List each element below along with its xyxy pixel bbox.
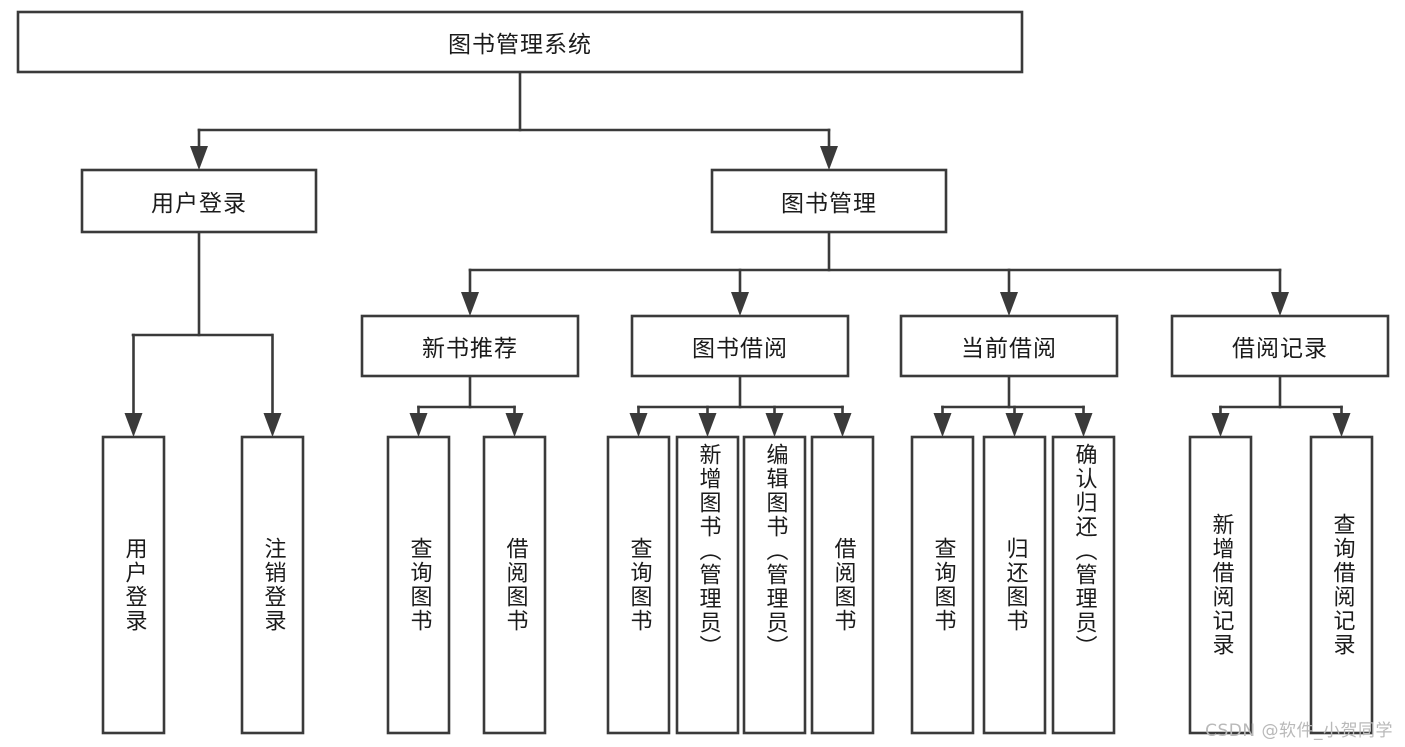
当前借阅-to-归还图书-arrowhead bbox=[1005, 413, 1024, 437]
root-to-用户登录-arrowhead bbox=[190, 146, 208, 170]
node-box-leaf-0[interactable] bbox=[101, 435, 166, 735]
node-box-leaf-1[interactable] bbox=[240, 435, 305, 735]
node-box-leaf-12[interactable] bbox=[1309, 435, 1374, 735]
connector-lines bbox=[124, 70, 1351, 437]
login-to-用户登录-arrowhead bbox=[124, 413, 143, 437]
node-box-leaf-7[interactable] bbox=[810, 435, 875, 735]
当前借阅-to-确认归还管理员-arrowhead bbox=[1074, 413, 1093, 437]
图书借阅-to-查询图书-arrowhead bbox=[629, 413, 648, 437]
node-box-leaf-3[interactable] bbox=[482, 435, 547, 735]
mgmt-to-图书借阅-arrowhead bbox=[731, 292, 749, 316]
mgmt-to-当前借阅-arrowhead bbox=[1000, 292, 1018, 316]
新书推荐-to-查询图书-arrowhead bbox=[409, 413, 428, 437]
借阅记录-to-查询借阅记录-arrowhead bbox=[1332, 413, 1351, 437]
node-box-leaf-4[interactable] bbox=[606, 435, 671, 735]
图书借阅-to-编辑图书管理员-arrowhead bbox=[765, 413, 784, 437]
借阅记录-to-新增借阅记录-arrowhead bbox=[1211, 413, 1230, 437]
node-box-leaf-8[interactable] bbox=[910, 435, 975, 735]
node-box-level3-2[interactable] bbox=[899, 314, 1119, 378]
node-box-level2-1[interactable] bbox=[710, 168, 948, 234]
node-box-leaf-5[interactable] bbox=[675, 435, 740, 735]
node-box-leaf-6[interactable] bbox=[742, 435, 807, 735]
root-to-图书管理-arrowhead bbox=[820, 146, 838, 170]
node-boxes bbox=[16, 10, 1390, 735]
login-to-注销登录-arrowhead bbox=[263, 413, 282, 437]
新书推荐-to-借阅图书-arrowhead bbox=[505, 413, 524, 437]
node-box-leaf-11[interactable] bbox=[1188, 435, 1253, 735]
图书借阅-to-新增图书管理员-arrowhead bbox=[698, 413, 717, 437]
node-box-level3-1[interactable] bbox=[630, 314, 850, 378]
mgmt-to-新书推荐-arrowhead bbox=[461, 292, 479, 316]
node-box-root-0[interactable] bbox=[16, 10, 1024, 74]
node-box-leaf-9[interactable] bbox=[982, 435, 1047, 735]
node-box-level3-3[interactable] bbox=[1170, 314, 1390, 378]
mgmt-to-借阅记录-arrowhead bbox=[1271, 292, 1289, 316]
node-box-level2-0[interactable] bbox=[80, 168, 318, 234]
node-box-leaf-10[interactable] bbox=[1051, 435, 1116, 735]
node-box-level3-0[interactable] bbox=[360, 314, 580, 378]
node-box-leaf-2[interactable] bbox=[386, 435, 451, 735]
当前借阅-to-查询图书-arrowhead bbox=[933, 413, 952, 437]
图书借阅-to-借阅图书-arrowhead bbox=[833, 413, 852, 437]
